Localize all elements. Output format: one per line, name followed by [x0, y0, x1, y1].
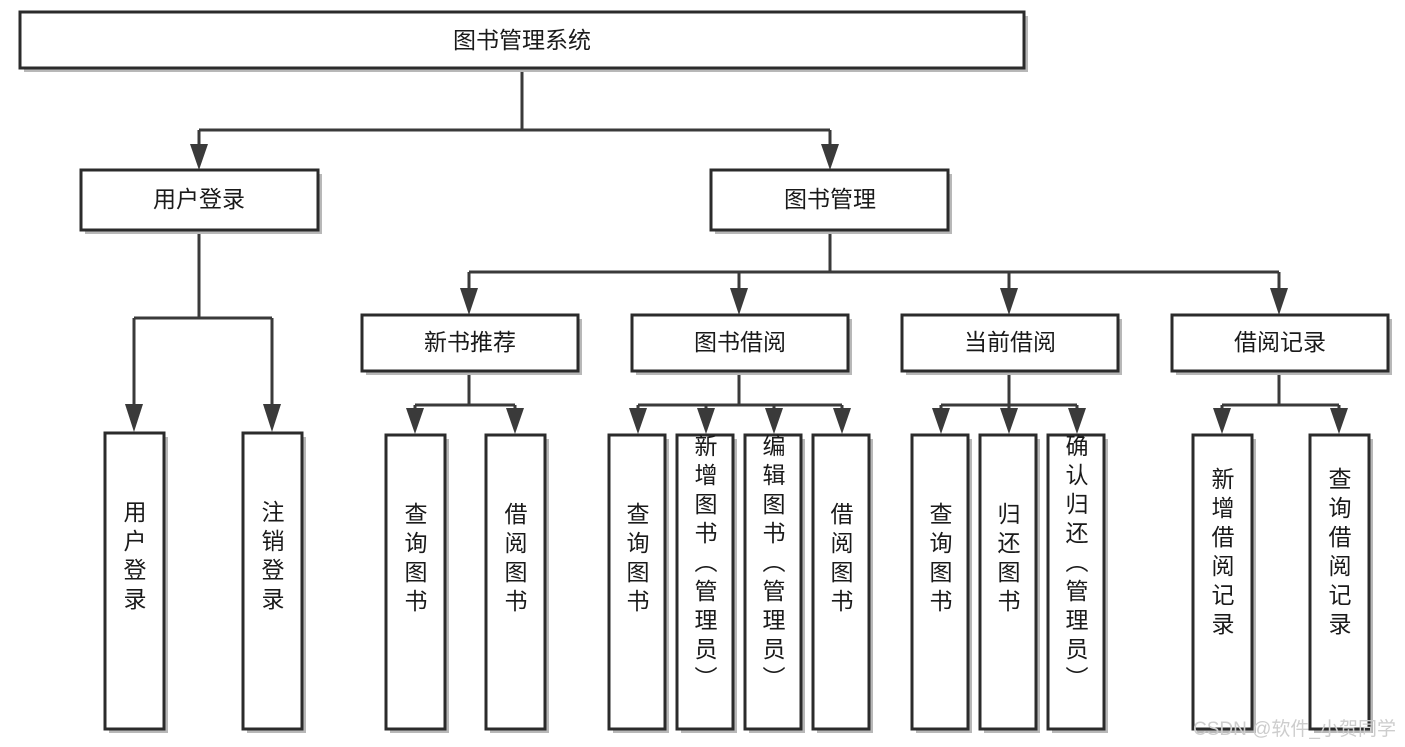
node-leaf-user-logout-box: [241, 431, 304, 731]
node-leaf-query-book-1-label: 查询图书: [405, 501, 428, 614]
node-leaf-confirm-return[interactable]: 确认归还︵管理员︶: [1046, 433, 1108, 733]
node-leaf-user-logout[interactable]: 注销登录: [241, 431, 306, 733]
node-current-borrow-box: [900, 313, 1120, 373]
node-root[interactable]: 图书管理系统: [18, 10, 1028, 72]
node-leaf-borrow-book-1[interactable]: 借阅图书: [484, 433, 549, 733]
arrow-head-leaf-borrow-book-1: [506, 408, 524, 434]
node-book-management-label: 图书管理: [784, 186, 876, 212]
node-leaf-edit-book-box: [743, 433, 803, 731]
node-leaf-query-book-1-box: [384, 433, 447, 731]
node-root-box: [18, 10, 1026, 70]
arrow-head-leaf-query-record: [1330, 408, 1348, 434]
node-leaf-user-login-label: 用户登录: [124, 499, 147, 612]
node-leaf-query-book-3[interactable]: 查询图书: [910, 433, 972, 733]
node-leaf-add-record[interactable]: 新增借阅记录: [1191, 433, 1256, 733]
node-user-login[interactable]: 用户登录: [79, 168, 322, 234]
node-leaf-add-book-label: 新增图书︵管理员︶: [695, 433, 718, 691]
node-leaf-query-book-2-box: [607, 433, 667, 731]
node-leaf-borrow-book-2-box: [811, 433, 871, 731]
node-new-book-recommend-box: [360, 313, 580, 373]
node-new-book-recommend[interactable]: 新书推荐: [360, 313, 582, 375]
node-current-borrow-label: 当前借阅: [964, 329, 1056, 355]
node-leaf-user-login-box: [103, 431, 166, 731]
arrow-head-leaf-query-book-3: [932, 408, 950, 434]
node-leaf-query-book-3-label: 查询图书: [930, 501, 953, 614]
node-leaf-add-record-box: [1191, 433, 1254, 731]
arrow-head-leaf-user-logout: [263, 404, 281, 432]
node-leaf-query-book-1[interactable]: 查询图书: [384, 433, 449, 733]
arrow-head-leaf-user-login: [125, 404, 143, 432]
node-leaf-user-logout-label: 注销登录: [262, 499, 285, 612]
node-leaf-add-book[interactable]: 新增图书︵管理员︶: [675, 433, 737, 733]
arrow-head-new-book-recommend: [460, 288, 478, 315]
node-borrow-record[interactable]: 借阅记录: [1170, 313, 1392, 375]
csdn-watermark: CSDN @软件_小贺同学: [1193, 718, 1396, 740]
arrow-head-leaf-return-book: [1000, 408, 1018, 434]
node-leaf-query-record-label: 查询借阅记录: [1329, 466, 1352, 637]
node-book-borrow-box: [630, 313, 850, 373]
node-new-book-recommend-label: 新书推荐: [424, 329, 516, 355]
node-leaf-borrow-book-2-label: 借阅图书: [831, 501, 854, 614]
arrow-head-leaf-query-book-2: [629, 408, 647, 434]
node-leaf-edit-book-label: 编辑图书︵管理员︶: [763, 433, 786, 691]
node-user-login-box: [79, 168, 320, 232]
arrow-head-book-management: [821, 144, 839, 170]
node-leaf-query-book-2[interactable]: 查询图书: [607, 433, 669, 733]
node-leaf-query-book-3-box: [910, 433, 970, 731]
node-leaf-return-book[interactable]: 归还图书: [978, 433, 1040, 733]
node-current-borrow[interactable]: 当前借阅: [900, 313, 1122, 375]
node-leaf-query-record[interactable]: 查询借阅记录: [1308, 433, 1373, 733]
connector-layer: [125, 70, 1348, 434]
arrow-head-leaf-edit-book: [765, 408, 783, 434]
arrow-head-leaf-query-book-1: [406, 408, 424, 434]
arrow-head-current-borrow: [1000, 288, 1018, 315]
node-leaf-confirm-return-box: [1046, 433, 1106, 731]
node-leaf-add-book-box: [675, 433, 735, 731]
node-book-management-box: [709, 168, 950, 232]
arrow-head-leaf-add-book: [697, 408, 715, 434]
node-book-borrow[interactable]: 图书借阅: [630, 313, 852, 375]
node-book-borrow-label: 图书借阅: [694, 329, 786, 355]
node-leaf-return-book-box: [978, 433, 1038, 731]
node-leaf-confirm-return-label: 确认归还︵管理员︶: [1066, 433, 1089, 691]
node-leaf-query-book-2-label: 查询图书: [627, 501, 650, 614]
node-user-login-label: 用户登录: [153, 186, 245, 212]
node-root-label: 图书管理系统: [453, 27, 591, 53]
node-borrow-record-box: [1170, 313, 1390, 373]
arrow-head-book-borrow: [730, 288, 748, 315]
node-book-management[interactable]: 图书管理: [709, 168, 952, 234]
node-leaf-return-book-label: 归还图书: [998, 501, 1021, 614]
arrow-head-leaf-borrow-book-2: [833, 408, 851, 434]
node-leaf-borrow-book-1-label: 借阅图书: [505, 501, 528, 614]
node-leaf-user-login[interactable]: 用户登录: [103, 431, 168, 733]
node-borrow-record-label: 借阅记录: [1234, 329, 1326, 355]
arrow-head-leaf-add-record: [1213, 408, 1231, 434]
arrow-head-leaf-confirm-return: [1068, 408, 1086, 434]
arrow-head-user-login: [190, 144, 208, 170]
node-leaf-query-record-box: [1308, 433, 1371, 731]
node-leaf-edit-book[interactable]: 编辑图书︵管理员︶: [743, 433, 805, 733]
node-leaf-borrow-book-2[interactable]: 借阅图书: [811, 433, 873, 733]
node-leaf-add-record-label: 新增借阅记录: [1212, 466, 1235, 637]
arrow-head-borrow-record: [1270, 288, 1288, 315]
node-leaf-borrow-book-1-box: [484, 433, 547, 731]
